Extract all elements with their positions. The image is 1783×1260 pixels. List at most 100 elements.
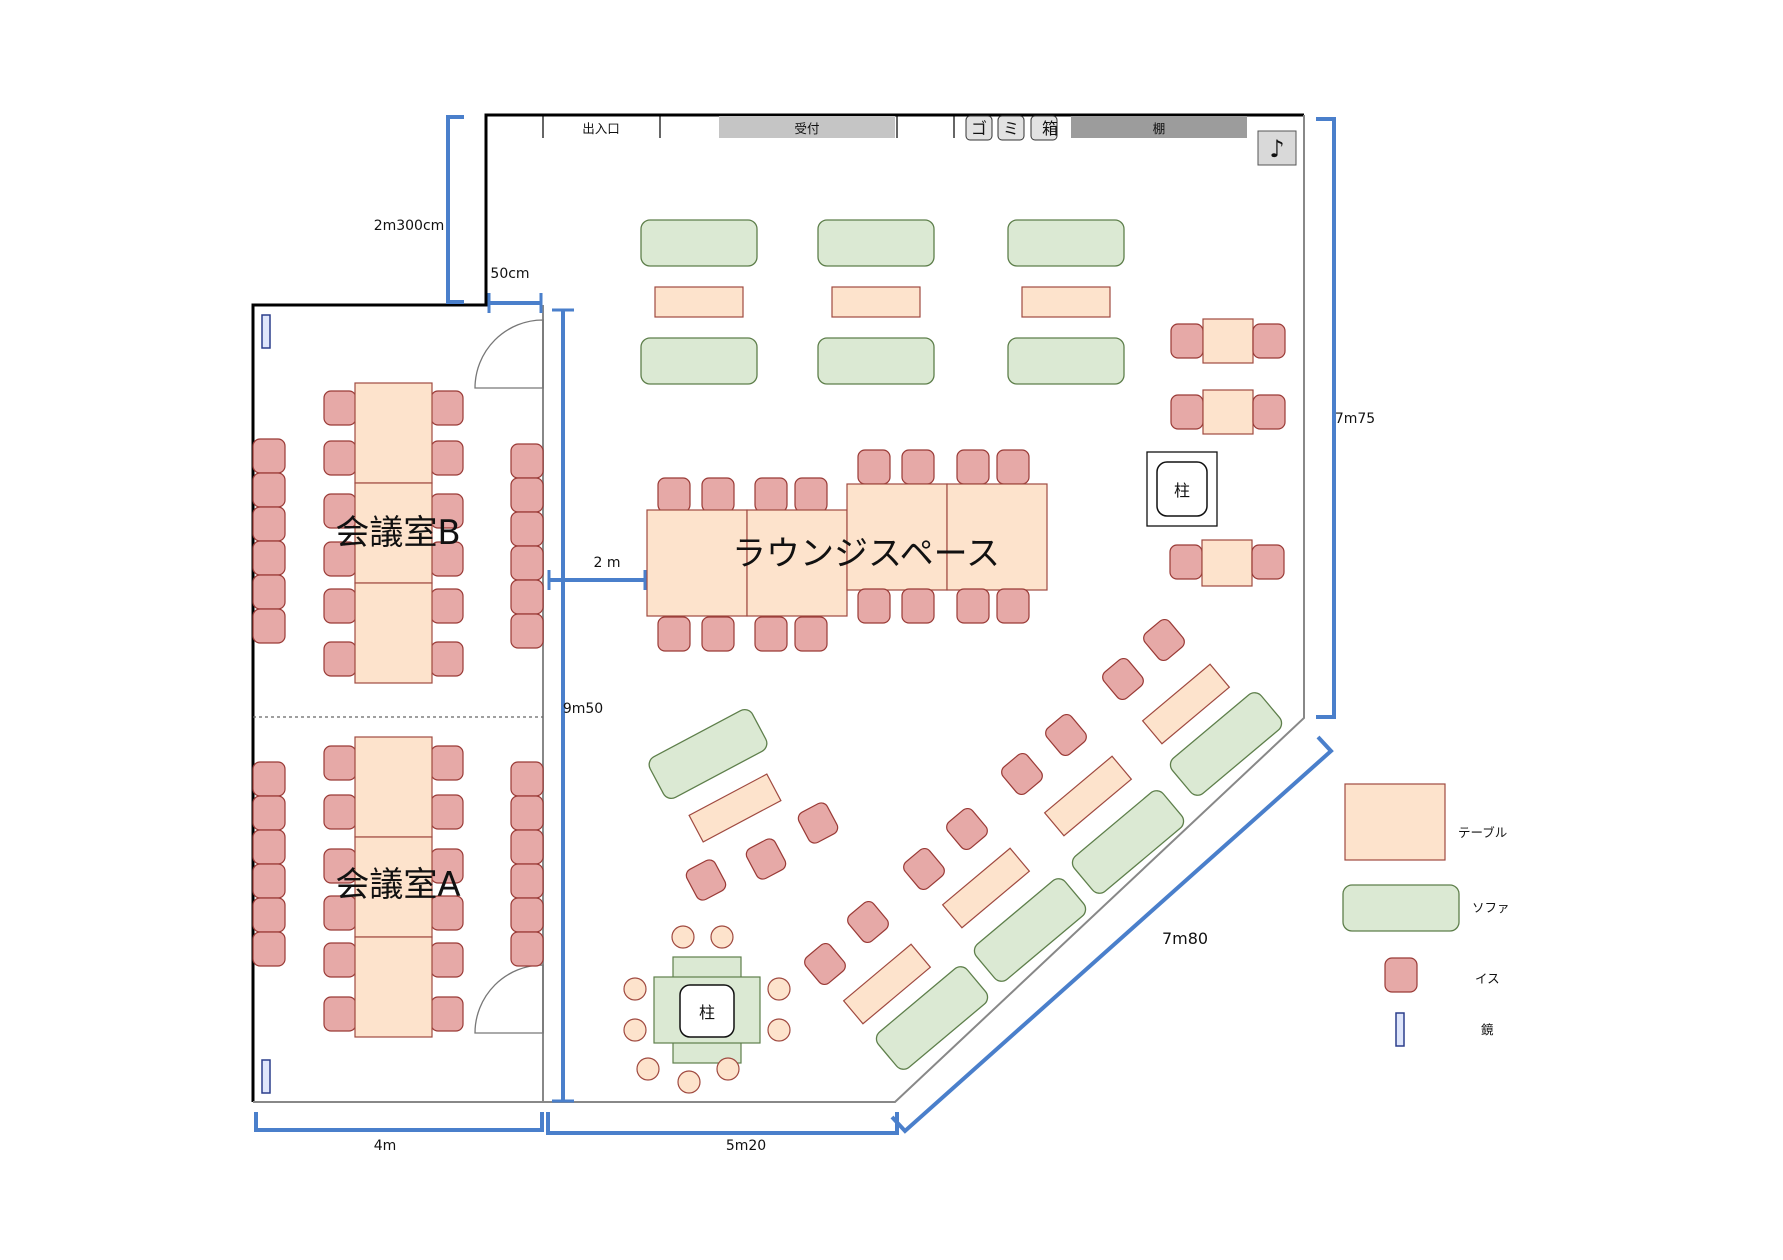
chair — [901, 449, 935, 485]
chair — [510, 897, 544, 933]
stool — [716, 1057, 740, 1081]
chair — [430, 588, 464, 624]
chair — [323, 794, 357, 830]
chair — [252, 472, 286, 508]
stool — [767, 977, 791, 1001]
trash-bin-3 — [1030, 115, 1058, 141]
chair — [996, 588, 1030, 624]
table — [354, 382, 433, 484]
sofa — [640, 219, 758, 267]
dim-diagonal-label: 7m80 — [1162, 929, 1208, 948]
sofa — [817, 337, 935, 385]
chair — [430, 745, 464, 781]
legend-mirror-swatch — [1395, 1012, 1405, 1047]
dim-notch-label: 50cm — [490, 266, 529, 282]
table — [688, 773, 782, 843]
dim-lounge-width — [546, 1112, 899, 1135]
table — [842, 943, 932, 1025]
lounge-central: ラウンジスペース — [646, 449, 1048, 652]
sofa — [640, 337, 758, 385]
chair — [657, 477, 691, 513]
meeting-room-b-label: 会議室B — [335, 513, 460, 553]
table — [1043, 755, 1133, 837]
dimension-lines: 2m300cm 50cm 2 m 9m50 7m75 7m80 4m 5m20 — [254, 115, 1375, 1154]
chair — [510, 613, 544, 649]
table — [1202, 389, 1254, 435]
door-upper — [474, 319, 544, 389]
chair — [1102, 657, 1144, 701]
chair — [252, 438, 286, 474]
dim-lounge-width-label: 5m20 — [726, 1138, 766, 1154]
dim-right — [1316, 117, 1336, 719]
meeting-room-a: 会議室A — [252, 736, 544, 1094]
table — [831, 286, 921, 318]
chair — [857, 449, 891, 485]
trash-char-3: 箱 — [1042, 119, 1058, 138]
dim-meeting-width — [254, 1112, 544, 1132]
chair — [510, 579, 544, 615]
chair — [430, 440, 464, 476]
chair — [956, 588, 990, 624]
mirror-lower — [261, 1059, 271, 1094]
chair — [701, 477, 735, 513]
sofa — [1169, 692, 1283, 796]
chair — [754, 477, 788, 513]
chair — [323, 996, 357, 1032]
table — [354, 482, 433, 584]
stool — [677, 1070, 701, 1094]
chair — [794, 616, 828, 652]
table — [1201, 539, 1253, 587]
chair — [323, 440, 357, 476]
sofa — [875, 966, 989, 1070]
chair — [252, 795, 286, 831]
chair — [323, 390, 357, 426]
chair — [847, 900, 889, 944]
sofa — [1071, 790, 1185, 894]
chair — [657, 616, 691, 652]
chair — [1252, 323, 1286, 359]
chair — [252, 608, 286, 644]
chair — [1251, 544, 1285, 580]
table — [1141, 663, 1231, 745]
chair — [903, 847, 945, 891]
shelf-label: 棚 — [1153, 121, 1166, 136]
chair — [510, 511, 544, 547]
chair — [252, 863, 286, 899]
table — [354, 582, 433, 684]
meeting-room-b: 会議室B — [252, 314, 544, 684]
table — [946, 483, 1048, 591]
speaker-box — [1257, 130, 1297, 166]
table — [1202, 318, 1254, 364]
chair — [701, 616, 735, 652]
meeting-room-a-label: 会議室A — [335, 865, 460, 905]
table — [846, 483, 948, 591]
mirror-upper — [261, 314, 271, 349]
legend-sofa-label: ソファ — [1472, 900, 1510, 915]
chair — [323, 745, 357, 781]
chair — [1169, 544, 1203, 580]
chair — [510, 545, 544, 581]
chair — [745, 838, 787, 880]
chair — [804, 942, 846, 986]
stool — [710, 925, 734, 949]
chair — [1170, 394, 1204, 430]
chair — [252, 761, 286, 797]
chair — [510, 863, 544, 899]
chair — [430, 390, 464, 426]
table — [354, 936, 433, 1038]
door-lower — [474, 964, 544, 1034]
legend-chair-label: イス — [1475, 971, 1500, 986]
chair — [510, 761, 544, 797]
reception-counter — [719, 116, 895, 138]
chair — [510, 477, 544, 513]
diagonal-row — [804, 618, 1283, 1070]
legend-chair-swatch — [1384, 957, 1418, 993]
table — [1021, 286, 1111, 318]
chair — [323, 942, 357, 978]
trash-char-2: ミ — [1003, 119, 1019, 138]
angled-group-left — [648, 708, 839, 901]
chair — [1001, 752, 1043, 796]
sofa — [973, 878, 1087, 982]
chair — [252, 506, 286, 542]
